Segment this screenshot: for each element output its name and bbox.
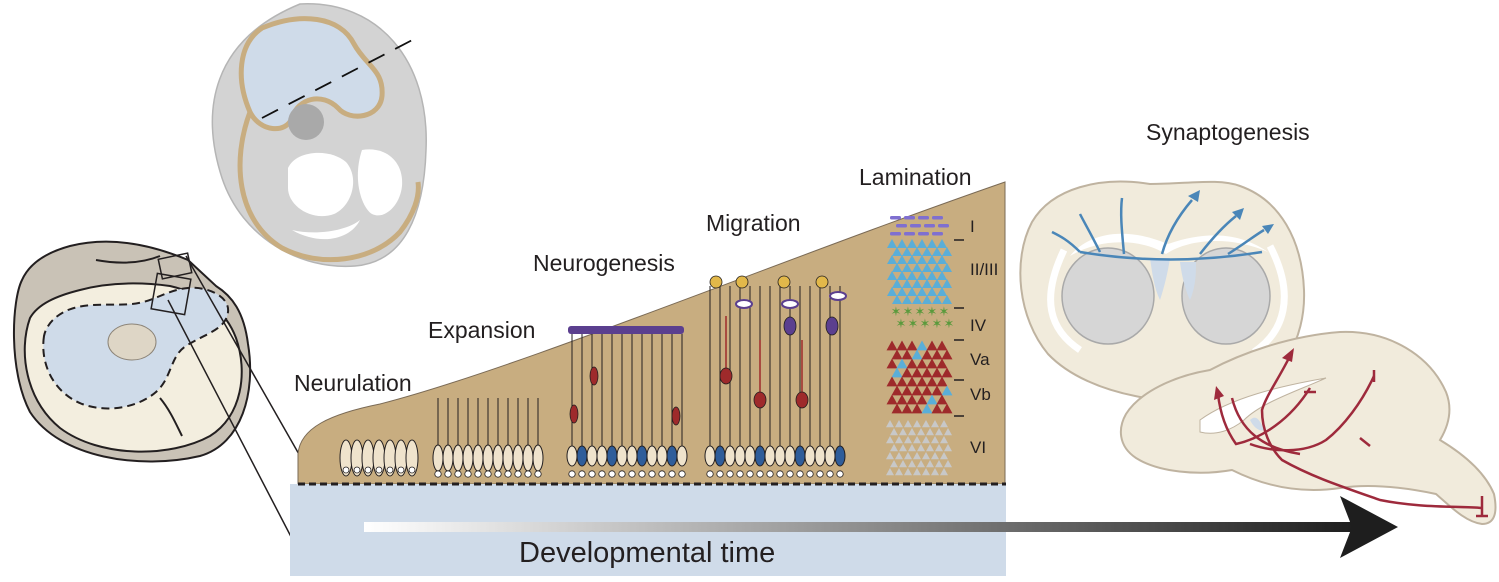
svg-text:✶: ✶ (908, 317, 919, 332)
expansion-cells (432, 398, 544, 478)
svg-text:✶: ✶ (944, 317, 955, 332)
lamination-label: Lamination (859, 164, 972, 190)
expansion-label: Expansion (428, 317, 536, 343)
brain-section-illustration (13, 240, 301, 555)
neurogenesis-label: Neurogenesis (533, 250, 675, 276)
layer-boundary-ticks (954, 239, 964, 417)
neurulation-cells (339, 439, 419, 477)
synaptogenesis-coronal-brain (1019, 180, 1306, 403)
svg-text:✶: ✶ (896, 317, 907, 332)
embryo-illustration (211, 3, 427, 268)
svg-text:✶: ✶ (927, 305, 938, 320)
layer-label-vb: Vb (970, 385, 991, 404)
svg-text:✶: ✶ (932, 317, 943, 332)
neurulation-label: Neurulation (294, 370, 412, 396)
developmental-time-arrow (364, 496, 1398, 558)
layer-label-vi: VI (970, 438, 987, 457)
neurogenesis-cells (566, 326, 688, 478)
svg-text:✶: ✶ (903, 305, 914, 320)
layer-label-iv: IV (970, 316, 987, 335)
layer-label-i: I (970, 217, 975, 236)
developmental-time-label: Developmental time (519, 537, 776, 569)
lamination-neurons: ✶✶✶✶✶✶✶✶✶✶ (886, 216, 955, 476)
migration-label: Migration (706, 210, 801, 236)
svg-text:✶: ✶ (891, 305, 902, 320)
layer-label-ii-iii: II/III (970, 260, 999, 279)
svg-text:✶: ✶ (939, 305, 950, 320)
layer-label-va: Va (970, 350, 990, 369)
svg-text:✶: ✶ (920, 317, 931, 332)
synaptogenesis-label: Synaptogenesis (1146, 119, 1310, 145)
synaptogenesis-sagittal-brain (1119, 330, 1497, 526)
migration-cells (704, 275, 847, 478)
svg-text:✶: ✶ (915, 305, 926, 320)
